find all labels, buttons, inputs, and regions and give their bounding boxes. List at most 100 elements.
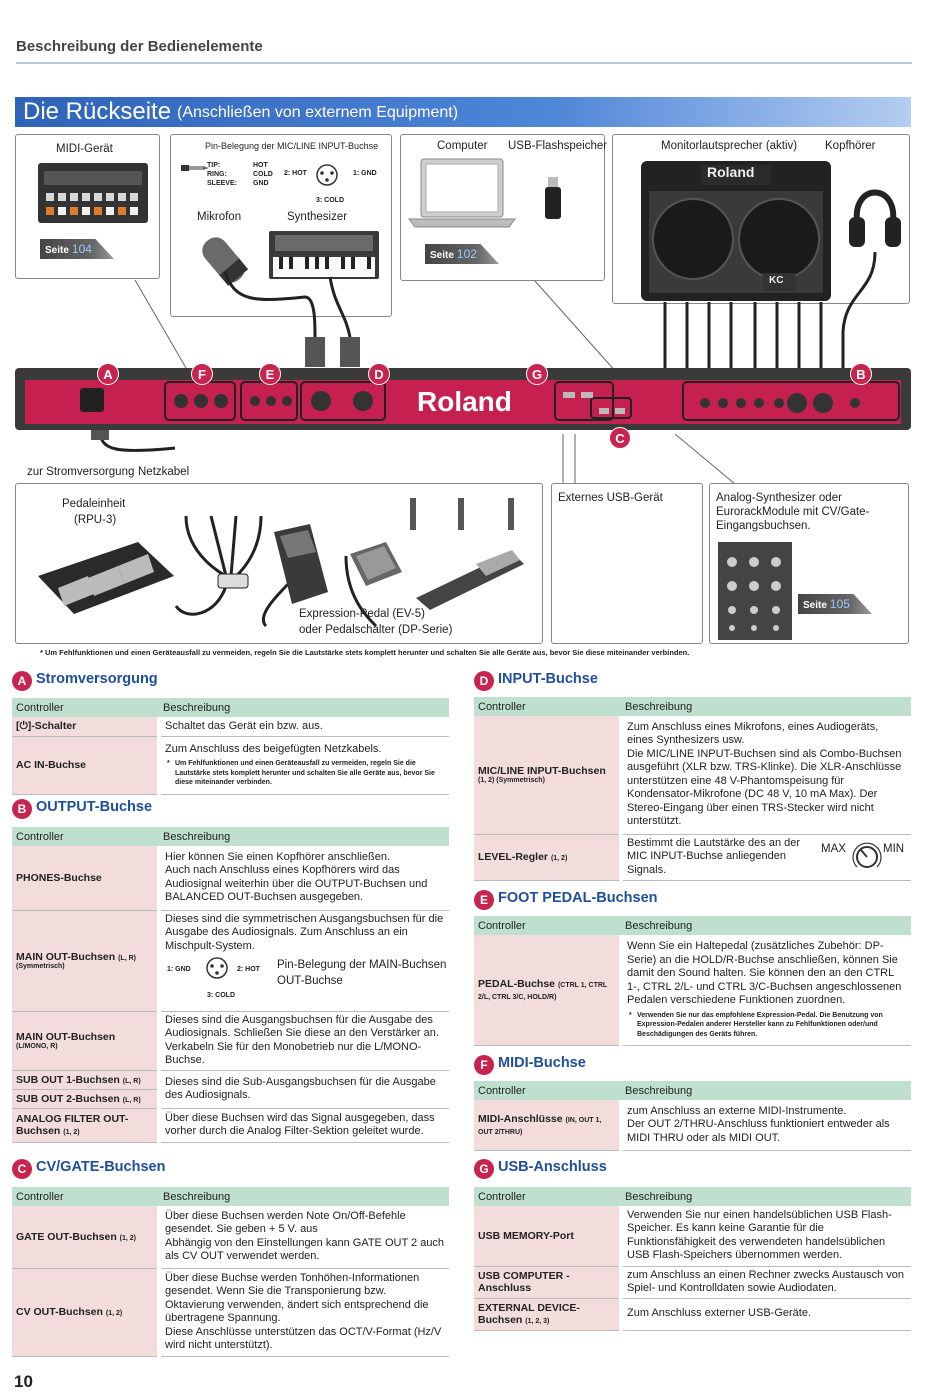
controller-suffix: (1, 2): [63, 1129, 80, 1136]
controller-name: MAIN OUT-Buchsen: [16, 1031, 116, 1043]
table-row: MAIN OUT-Buchsen(L/MONO, R) Dieses sind …: [12, 1011, 449, 1071]
level-max-label: MAX: [821, 842, 846, 855]
controller-cell: AC IN-Buchse: [12, 736, 161, 795]
section-title: FOOT PEDAL-Buchsen: [498, 890, 658, 906]
col-controller: Controller: [12, 698, 159, 717]
controller-cell: USB COMPUTER -Anschluss: [474, 1266, 623, 1299]
synthesizer-image: [269, 231, 379, 279]
xlr-pin-diagram: 1: GND 2: HOT 3: COLD Pin-Belegung der M…: [165, 953, 447, 1005]
page-ref-number: 102: [456, 247, 477, 261]
description-cell: Hier können Sie einen Kopfhörer anschlie…: [159, 846, 449, 911]
description-text: Die MIC/LINE INPUT-Buchsen sind als Comb…: [627, 747, 902, 828]
table-row: EXTERNAL DEVICE-Buchsen (1, 2, 3) Zum An…: [474, 1298, 911, 1331]
description-text: Diese Anschlüsse unterstützen das OCT/V-…: [165, 1325, 442, 1352]
col-beschreibung: Beschreibung: [159, 698, 449, 717]
description-text: Zum Anschluss des beigefügten Netzkabels…: [165, 742, 382, 755]
page-header: Beschreibung der Bedienelemente: [16, 38, 263, 55]
controller-suffix: (1, 2): [119, 1234, 136, 1242]
description-cell: Zum Anschluss des beigefügten Netzkabels…: [159, 736, 449, 795]
analog-synth-line1: Analog-Synthesizer oder: [716, 492, 842, 504]
controller-name: GATE OUT-Buchsen: [16, 1230, 117, 1243]
controller-cell: SUB OUT 2-Buchsen (L, R): [12, 1089, 161, 1109]
callout-F: F: [191, 363, 213, 385]
headphone-image: [849, 189, 901, 247]
controller-cell: PHONES-Buchse: [12, 846, 161, 911]
description-cell: Dieses sind die Sub-Ausgangsbuchsen für …: [159, 1070, 449, 1109]
ext-usb-label: Externes USB-Gerät: [558, 492, 663, 504]
controller-suffix: (IN, OUT 1, OUT 2/THRU): [478, 1116, 602, 1136]
controller-sub: (1, 2) (Symmetrisch): [478, 777, 545, 785]
pin-assignment-label: Pin-Belegung der MAIN-Buchsen OUT-Buchse: [277, 959, 447, 987]
page-title: Die Rückseite: [23, 98, 172, 125]
table-row: USB MEMORY-Port Verwenden Sie nur einen …: [474, 1206, 911, 1267]
mikrofon-label: Mikrofon: [197, 211, 242, 223]
col-beschreibung: Beschreibung: [621, 1187, 911, 1206]
footnote: * Um Fehlfunktionen und einen Geräteausf…: [40, 648, 690, 657]
controller-sub: (Symmetrisch): [16, 963, 65, 970]
page-ref-label: Seite: [430, 250, 454, 261]
controller-name: MIC/LINE INPUT-Buchsen: [478, 765, 606, 778]
table-row: MAIN OUT-Buchsen (L, R)(Symmetrisch) Die…: [12, 910, 449, 1012]
description-text: Der OUT 2/THRU-Anschluss funktioniert en…: [627, 1118, 890, 1144]
controller-name: LEVEL-Regler: [478, 851, 549, 863]
analog-synth-line3: Eingangsbuchsen.: [716, 520, 811, 532]
controller-cell: EXTERNAL DEVICE-Buchsen (1, 2, 3): [474, 1298, 623, 1331]
controller-suffix: (1, 2, 3): [525, 1318, 550, 1325]
section-title: CV/GATE-Buchsen: [36, 1159, 166, 1175]
table-row: LEVEL-Regler (1, 2) Bestimmt die Lautstä…: [474, 834, 911, 881]
description-cell: Zum Anschluss externer USB-Geräte.: [621, 1298, 911, 1331]
table-row: PHONES-Buchse Hier können Sie einen Kopf…: [12, 846, 449, 911]
controller-name: -Schalter: [31, 719, 77, 732]
pedalschalter-label: oder Pedalschalter (DP-Serie): [299, 624, 453, 636]
section-badge: F: [474, 1055, 494, 1075]
power-label: zur Stromversorgung: [27, 466, 135, 478]
callout-G: G: [526, 363, 548, 385]
pedal-box: Pedaleinheit (RPU-3): [15, 483, 543, 644]
level-min-label: MIN: [883, 842, 905, 855]
monitor-box: Monitorlautsprecher (aktiv) Kopfhörer Ro…: [612, 134, 910, 304]
controller-suffix: (L, R): [122, 1096, 141, 1104]
xlr-2hot: 2: HOT: [237, 966, 260, 973]
controller-cell: LEVEL-Regler (1, 2): [474, 834, 623, 881]
table-row: GATE OUT-Buchsen (1, 2) Über diese Buchs…: [12, 1206, 449, 1269]
rear-panel-image: [15, 368, 911, 430]
controller-cell: MAIN OUT-Buchsen(L/MONO, R): [12, 1011, 161, 1071]
callout-A: A: [97, 363, 119, 385]
controller-cell: CV OUT-Buchsen (1, 2): [12, 1268, 161, 1357]
pedal-model-label: (RPU-3): [74, 514, 117, 526]
xlr-pin-icon: [206, 957, 228, 979]
amp-brand: Roland: [707, 164, 755, 180]
description-text: zum Anschluss an externe MIDI-Instrument…: [627, 1104, 847, 1117]
controller-cell: MIDI-Anschlüsse (IN, OUT 1, OUT 2/THRU): [474, 1100, 623, 1151]
pin-tip: TIP:: [207, 162, 221, 169]
eurorack-image: [718, 542, 792, 640]
description-text: Wenn Sie ein Haltepedal (zusätzliches Zu…: [627, 940, 902, 1007]
description-cell: Wenn Sie ein Haltepedal (zusätzliches Zu…: [621, 935, 911, 1046]
trs-plug-icon: [181, 165, 209, 171]
col-beschreibung: Beschreibung: [621, 916, 911, 935]
controller-suffix: (1, 2): [550, 855, 568, 862]
controller-name: ANALOG FILTER OUT-Buchsen: [16, 1113, 129, 1137]
col-controller: Controller: [12, 1187, 159, 1206]
pedal-switch-image: [350, 542, 402, 586]
microphone-image: [202, 237, 249, 286]
controller-cell: MIC/LINE INPUT-Buchsen(1, 2) (Symmetrisc…: [474, 716, 623, 835]
xlr-2hot: 2: HOT: [284, 170, 307, 177]
description-text: Hier können Sie einen Kopfhörer anschlie…: [165, 850, 391, 863]
description-text: Bestimmt die Lautstärke des an der MIC I…: [627, 836, 801, 876]
col-beschreibung: Beschreibung: [159, 1187, 449, 1206]
controller-cell: USB MEMORY-Port: [474, 1206, 623, 1267]
page-subtitle: (Anschließen von externem Equipment): [177, 104, 459, 121]
controller-name: CV OUT-Buchsen: [16, 1306, 103, 1318]
pin-ring: RING:: [207, 171, 227, 178]
section-title: INPUT-Buchse: [498, 671, 598, 687]
col-controller: Controller: [474, 916, 621, 935]
